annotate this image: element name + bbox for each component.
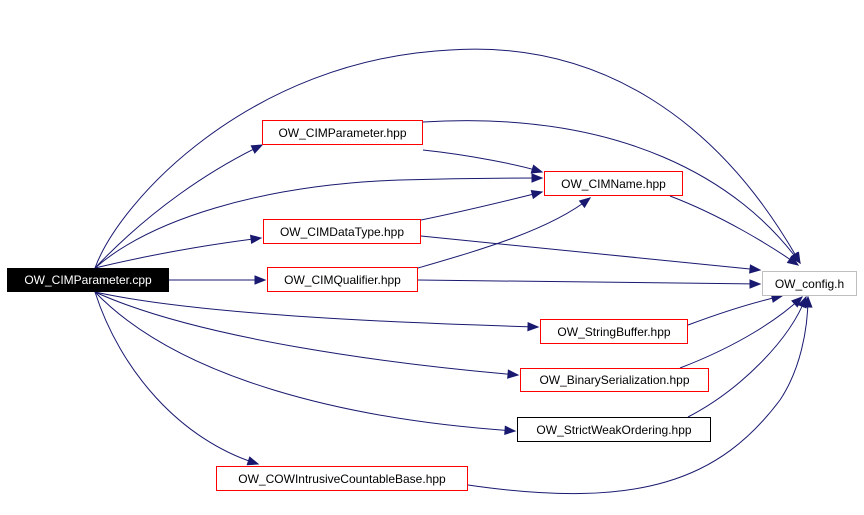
edge-cimname-to-config-arrowhead bbox=[786, 255, 800, 266]
edge-cimqualifier-to-config-arrowhead bbox=[749, 279, 762, 289]
edge-root-to-stringbuffer bbox=[94, 291, 539, 328]
edge-root-to-cimname-arrowhead bbox=[531, 173, 544, 183]
edge-cimqualifier-to-cimname bbox=[417, 197, 591, 269]
edge-root-to-cimdatatype bbox=[94, 237, 262, 269]
edge-root-to-cimparameter-arrowhead bbox=[250, 144, 264, 154]
edge-root-to-config-top bbox=[94, 48, 801, 269]
edge-cimdatatype-to-cimname bbox=[420, 191, 543, 221]
node-ow-cimparameter-hpp[interactable]: OW_CIMParameter.hpp bbox=[262, 120, 423, 145]
edge-cimdatatype-to-config-arrowhead bbox=[749, 264, 762, 274]
edge-cimdatatype-to-cimname-arrowhead bbox=[530, 189, 544, 200]
node-ow-cowintrusivecountablebase-hpp[interactable]: OW_COWIntrusiveCountableBase.hpp bbox=[216, 466, 468, 491]
edge-cimqualifier-to-cimname-arrowhead bbox=[578, 197, 592, 209]
node-ow-cimname-hpp[interactable]: OW_CIMName.hpp bbox=[544, 171, 683, 196]
edge-stringbuffer-to-config bbox=[687, 295, 783, 326]
edge-root-to-cimparameter bbox=[94, 144, 263, 269]
edge-cimparameter-to-config bbox=[422, 120, 801, 264]
node-ow-stringbuffer-hpp[interactable]: OW_StringBuffer.hpp bbox=[540, 319, 688, 344]
edge-strictweakordering-to-config bbox=[687, 296, 807, 418]
edge-binaryserialization-to-config-arrowhead bbox=[791, 296, 803, 308]
edge-cowintrusive-to-config bbox=[467, 296, 809, 495]
edge-root-to-strictweakordering-arrowhead bbox=[504, 425, 517, 436]
edge-root-to-cimname bbox=[94, 177, 543, 269]
node-ow-cimdatatype-hpp[interactable]: OW_CIMDataType.hpp bbox=[263, 219, 421, 244]
edge-cimdatatype-to-config bbox=[420, 235, 761, 271]
edge-root-to-cowintrusive-arrowhead bbox=[246, 456, 260, 466]
edge-root-to-binaryserialization-arrowhead bbox=[507, 369, 520, 379]
node-ow-cimqualifier-hpp[interactable]: OW_CIMQualifier.hpp bbox=[267, 267, 418, 292]
edge-cowintrusive-to-config-arrowhead bbox=[803, 295, 813, 308]
edge-cimqualifier-to-config bbox=[417, 279, 761, 285]
node-ow-strictweakordering-hpp[interactable]: OW_StrictWeakOrdering.hpp bbox=[517, 417, 711, 442]
edge-cimparameter-to-cimname-arrowhead bbox=[530, 164, 544, 174]
edge-root-to-cowintrusive bbox=[94, 291, 259, 465]
edge-root-to-stringbuffer-arrowhead bbox=[527, 321, 540, 332]
edge-root-to-cimqualifier-arrowhead bbox=[254, 275, 267, 285]
edge-cimparameter-to-cimname bbox=[422, 149, 543, 173]
edge-root-to-cimdatatype-arrowhead bbox=[249, 234, 263, 245]
node-ow-binaryserialization-hpp[interactable]: OW_BinarySerialization.hpp bbox=[520, 368, 709, 392]
edge-binaryserialization-to-config bbox=[679, 296, 803, 369]
node-ow-cimparameter-cpp[interactable]: OW_CIMParameter.cpp bbox=[7, 268, 169, 292]
edge-root-to-strictweakordering bbox=[94, 291, 516, 432]
node-ow-config-h[interactable]: OW_config.h bbox=[762, 271, 857, 296]
edge-cimname-to-config bbox=[669, 195, 799, 266]
edge-root-to-binaryserialization bbox=[94, 291, 519, 376]
